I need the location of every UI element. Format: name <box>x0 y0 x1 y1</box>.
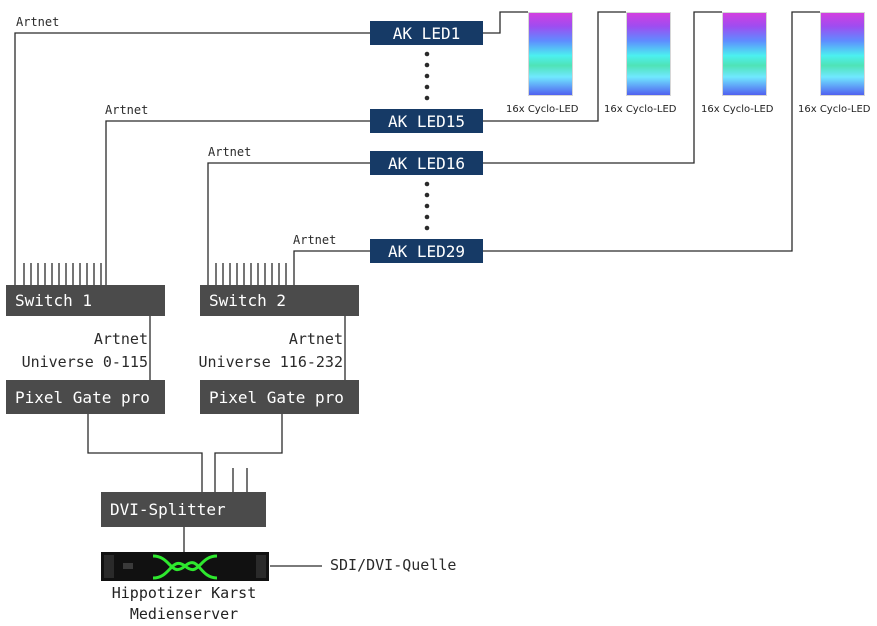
switch1-ports <box>23 263 102 285</box>
pixel-gate-pro-1: Pixel Gate pro <box>6 380 165 414</box>
wire-akled1-panel1 <box>483 11 528 34</box>
wire-gate2-splitter <box>214 414 283 492</box>
cyclo-led-panel-1 <box>528 12 573 96</box>
wire-akled29-switch2 <box>293 250 370 285</box>
universe-range-2: Universe 116-232 <box>198 353 344 371</box>
switch-2: Switch 2 <box>200 285 359 316</box>
controller-ellipsis-dots <box>424 51 430 231</box>
cyclo-led-panel-2 <box>626 12 671 96</box>
wire-akled16-panel3 <box>483 11 722 164</box>
wire-akled29-panel4 <box>483 11 820 252</box>
artnet-label-4: Artnet <box>293 233 337 247</box>
cyclo-led-label-4: 16x Cyclo-LED <box>798 104 871 115</box>
sdi-dvi-source: SDI/DVI-Quelle <box>330 556 457 574</box>
switch-1: Switch 1 <box>6 285 165 316</box>
wire-akled1-switch1 <box>14 32 370 285</box>
cyclo-led-panel-3 <box>722 12 767 96</box>
cyclo-led-panel-4 <box>820 12 865 96</box>
server-logo-glow <box>152 554 218 580</box>
dvi-splitter: DVI-Splitter <box>101 492 266 527</box>
controller-ak-led15: AK LED15 <box>370 109 483 133</box>
controller-ak-led16: AK LED16 <box>370 151 483 175</box>
server-front-panel <box>101 552 269 581</box>
controller-ak-led29: AK LED29 <box>370 239 483 263</box>
cyclo-led-label-2: 16x Cyclo-LED <box>604 104 677 115</box>
artnet-label-3: Artnet <box>208 145 252 159</box>
universe-range-1: Universe 0-115 <box>21 353 148 371</box>
server-name: Hippotizer Karst <box>111 584 257 602</box>
pixel-gate-pro-2: Pixel Gate pro <box>200 380 359 414</box>
cyclo-led-label-1: 16x Cyclo-LED <box>506 104 579 115</box>
wire-akled15-switch1 <box>105 120 370 285</box>
hippotizer-media-server <box>101 552 269 581</box>
artnet-label-1: Artnet <box>16 15 60 29</box>
wire-akled15-panel2 <box>483 11 626 122</box>
server-role: Medienserver <box>129 605 239 623</box>
switch2-artnet-label: Artnet <box>288 330 343 348</box>
switch2-ports <box>215 263 287 285</box>
cyclo-led-label-3: 16x Cyclo-LED <box>701 104 774 115</box>
wire-akled16-switch2 <box>207 162 370 285</box>
wire-gate1-splitter <box>87 414 203 492</box>
artnet-label-2: Artnet <box>105 103 149 117</box>
controller-ak-led1: AK LED1 <box>370 21 483 45</box>
switch1-artnet-label: Artnet <box>93 330 148 348</box>
